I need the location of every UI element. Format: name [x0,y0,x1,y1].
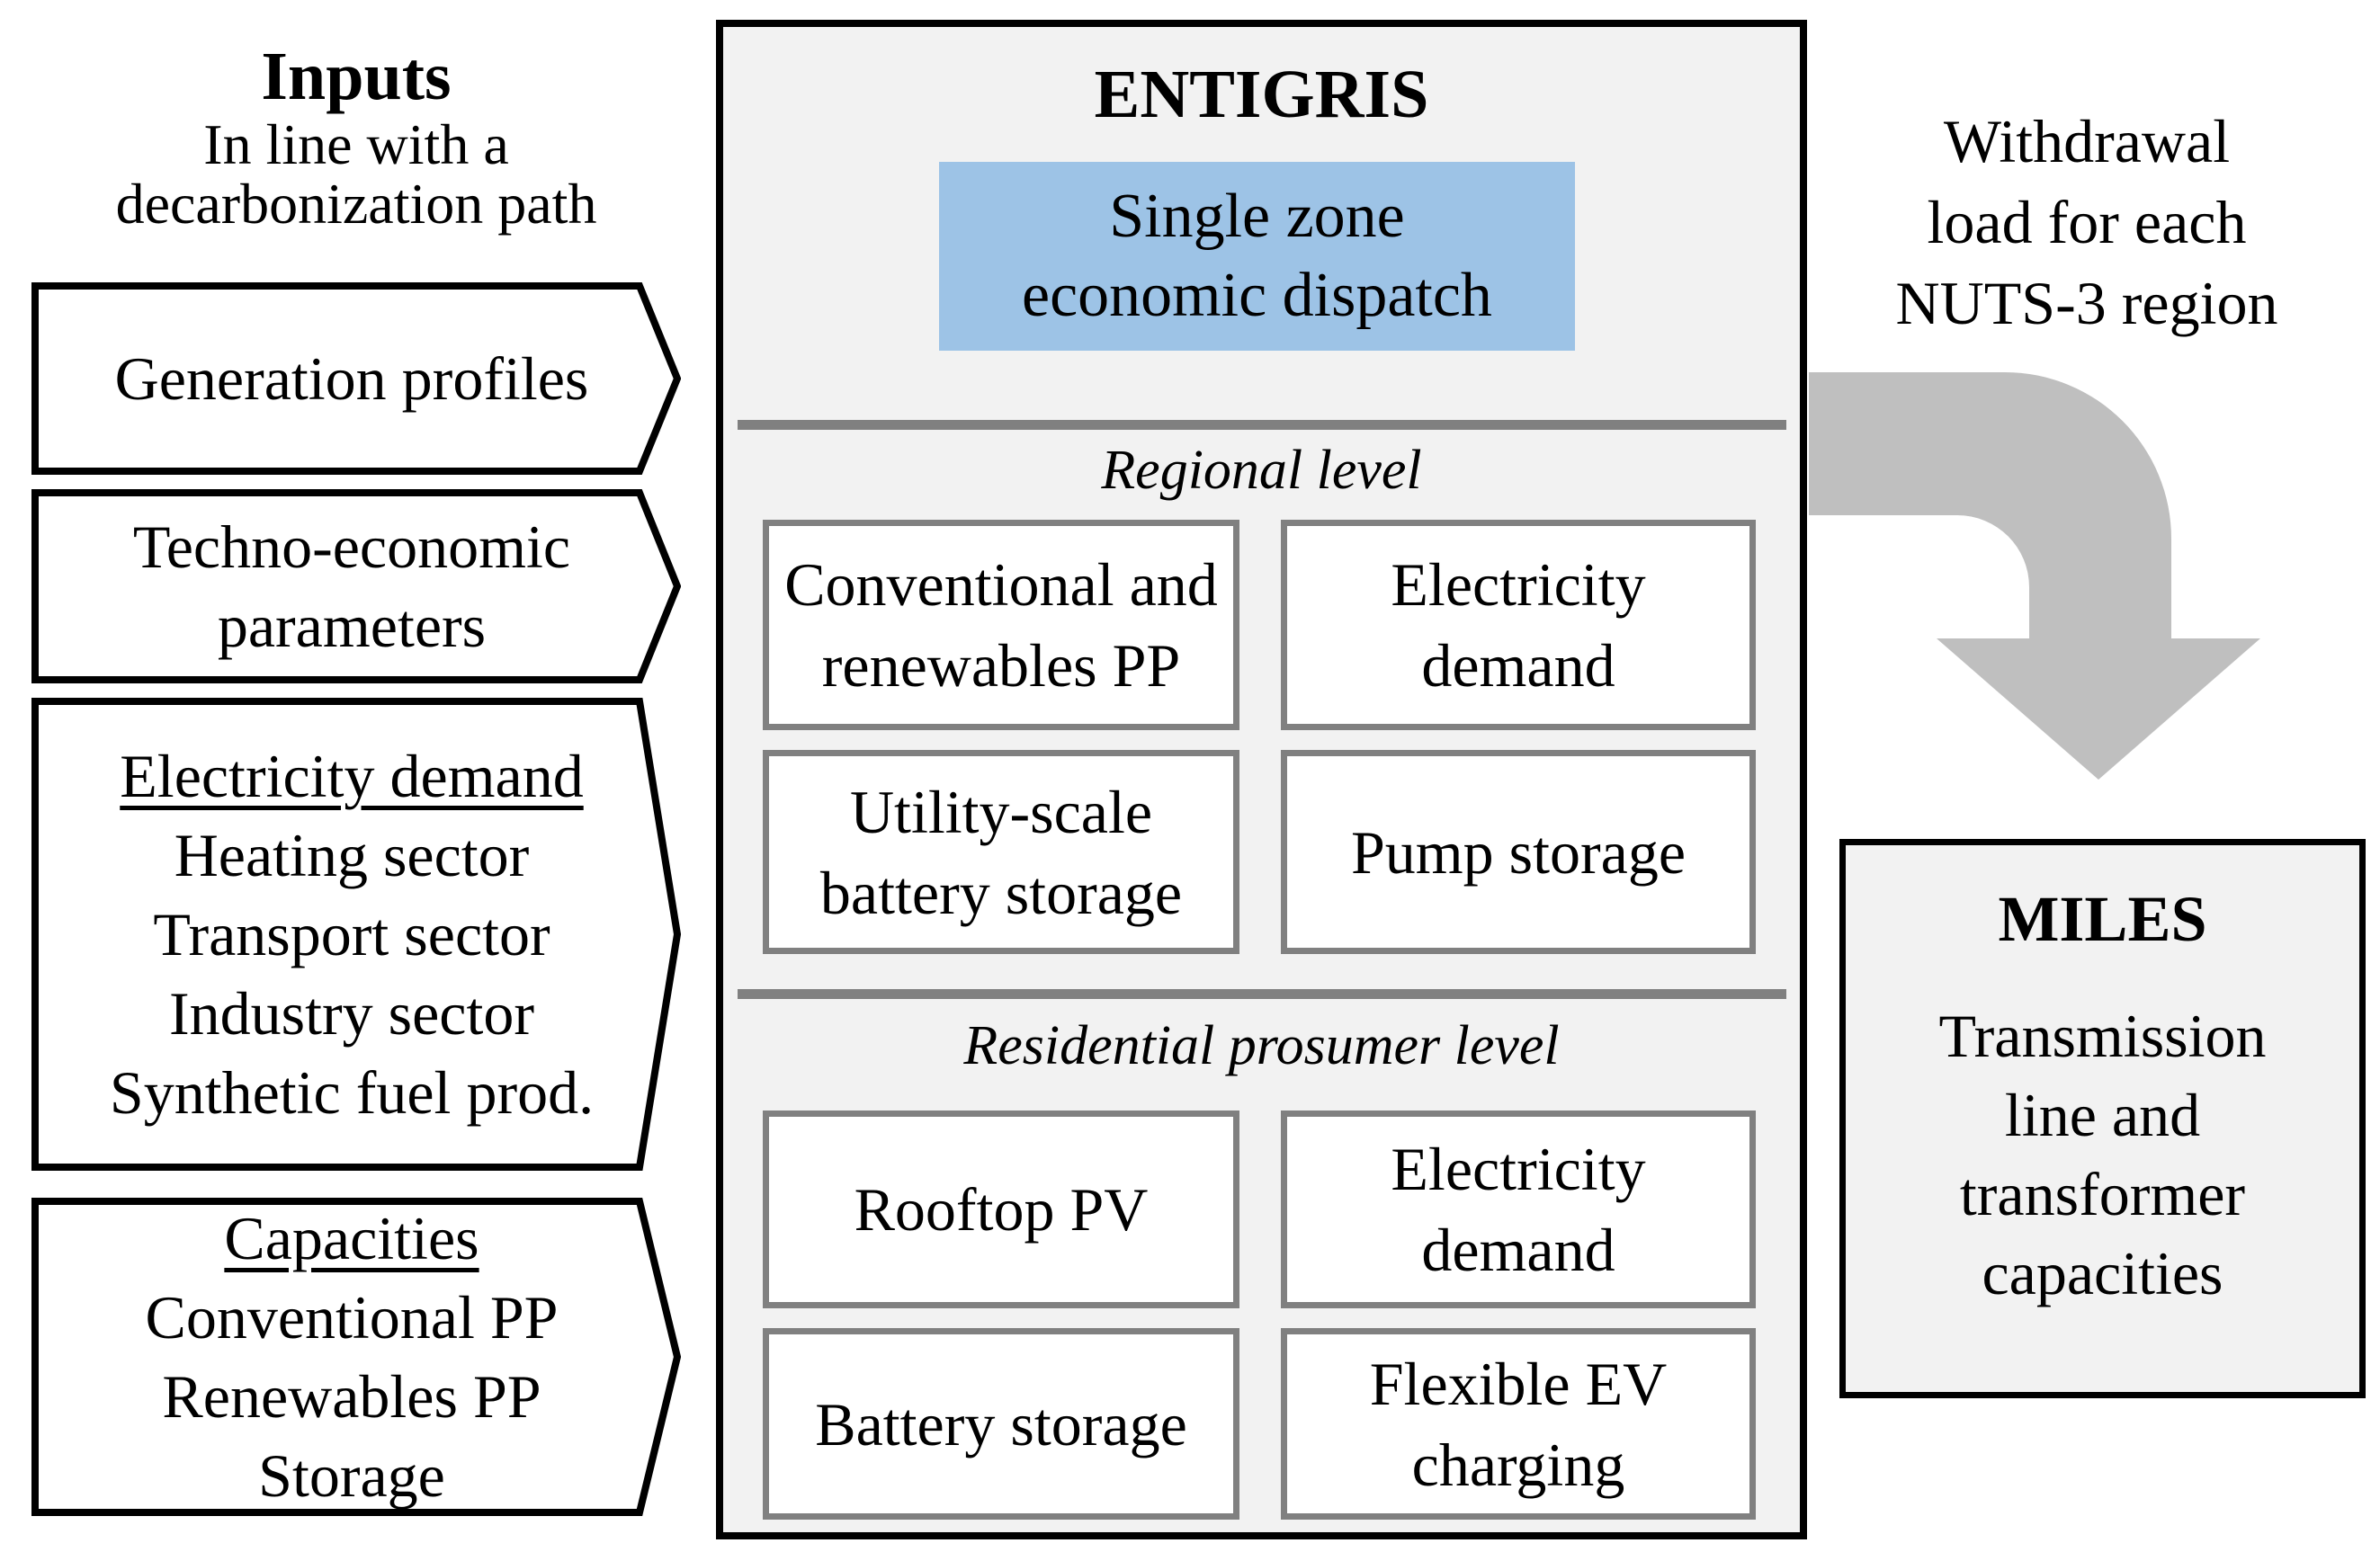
box-line: charging [1411,1430,1625,1499]
input-arrow-capacities: Capacities Conventional PP Renewables PP… [31,1198,681,1516]
inputs-title: Inputs [261,39,452,114]
box-line: Utility-scale [849,777,1153,846]
arrow-item: Transport sector [153,900,550,968]
box-line: Electricity [1391,550,1646,619]
inputs-subtitle-line2: decarbonization path [115,172,597,236]
arrow-item: Synthetic fuel prod. [109,1058,595,1127]
withdrawal-line2: load for each [1927,188,2247,256]
box-line: demand [1421,631,1615,700]
entigris-title: ENTIGRIS [1094,57,1429,132]
arrow-shape-icon [31,1198,681,1516]
dispatch-line2: economic dispatch [1022,261,1492,330]
residential-divider [738,989,1786,999]
miles-line: line and [2004,1081,2201,1149]
box-line: Rooftop PV [854,1175,1149,1244]
miles-box: MILES Transmission line and transformer … [1839,839,2366,1398]
miles-description: Transmission line and transformer capaci… [1846,996,2359,1313]
arrow-item: Conventional PP [145,1283,559,1351]
box-battery-storage: Battery storage [763,1328,1239,1520]
arrow-label-line2: parameters [217,592,487,660]
entigris-panel: ENTIGRIS Single zone economic dispatch R… [716,20,1807,1539]
miles-line: Transmission [1938,1002,2267,1070]
miles-line: capacities [1982,1239,2223,1307]
arrow-heading: Capacities [224,1204,479,1272]
box-electricity-demand-regional: Electricity demand [1281,520,1756,730]
elbow-arrow-icon [1809,372,2260,780]
box-line: demand [1421,1216,1615,1284]
box-line: Electricity [1391,1135,1646,1203]
box-line: Pump storage [1350,817,1687,887]
residential-level-label: Residential prosumer level [963,1015,1560,1076]
single-zone-dispatch-box: Single zone economic dispatch [939,162,1575,351]
box-utility-battery-storage: Utility-scale battery storage [763,750,1239,954]
dispatch-line1: Single zone [1109,182,1405,251]
miles-title: MILES [1998,883,2207,955]
arrow-item: Industry sector [168,979,534,1048]
arrow-item: Heating sector [174,821,530,889]
arrow-shape-icon [31,698,681,1171]
regional-level-label: Regional level [1101,440,1422,501]
box-rooftop-pv: Rooftop PV [763,1110,1239,1308]
box-flexible-ev-charging: Flexible EV charging [1281,1328,1756,1520]
box-electricity-demand-residential: Electricity demand [1281,1110,1756,1308]
arrow-item: Storage [258,1441,445,1510]
input-arrow-generation-profiles: Generation profiles [31,282,681,475]
arrow-shape-icon [31,282,681,475]
box-line: Battery storage [815,1389,1187,1458]
regional-divider [738,420,1786,430]
inputs-subtitle-line1: In line with a [203,112,509,176]
box-pump-storage: Pump storage [1281,750,1756,954]
arrow-item: Renewables PP [162,1362,541,1431]
input-arrow-electricity-demand: Electricity demand Heating sector Transp… [31,698,681,1171]
input-arrow-techno-economic-parameters: Techno-economic parameters [31,489,681,683]
withdrawal-line1: Withdrawal [1943,107,2231,175]
box-conventional-renewables-pp: Conventional and renewables PP [763,520,1239,730]
arrow-label-line1: Techno-economic [132,513,571,581]
box-line: Flexible EV [1369,1349,1668,1418]
arrow-shape-icon [31,489,681,683]
withdrawal-load-label: Withdrawal load for each NUTS-3 region [1808,101,2366,343]
arrow-label: Generation profiles [114,344,589,413]
box-line: Conventional and [784,550,1218,619]
arrow-heading: Electricity demand [120,742,584,810]
miles-line: transformer [1959,1160,2246,1228]
withdrawal-line3: NUTS-3 region [1895,269,2278,337]
box-line: battery storage [819,858,1183,927]
box-line: renewables PP [821,631,1181,700]
inputs-header: Inputs In line with a decarbonization pa… [31,38,681,234]
